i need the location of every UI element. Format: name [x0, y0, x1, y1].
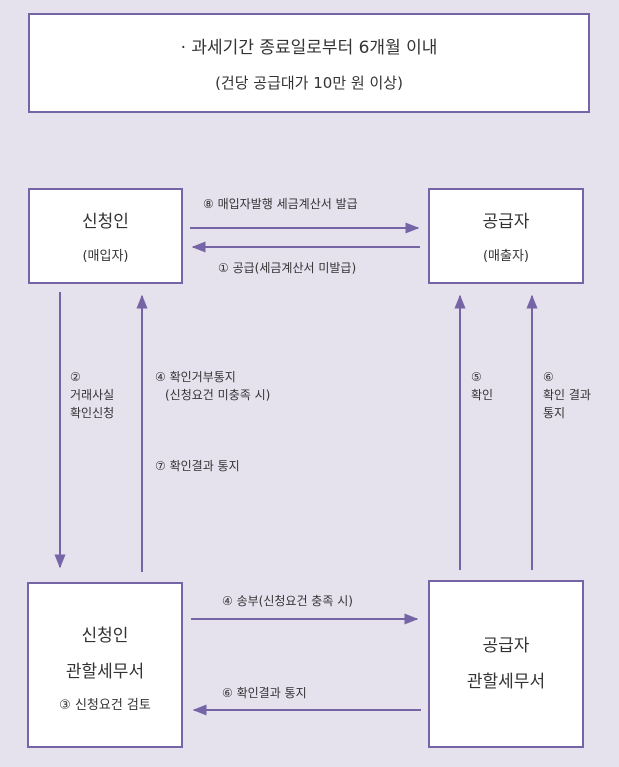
label-step1: ① 공급(세금계산서 미발급) — [218, 261, 357, 275]
supplier-office-line1: 공급자 — [482, 636, 530, 656]
supplier-subtitle: (매출자) — [482, 248, 530, 264]
supplier-title: 공급자 — [482, 211, 530, 232]
label-step2-num: ② — [70, 370, 81, 384]
applicant-tax-office-box: 신청인 관할세무서 ③ 신청요건 검토 — [27, 582, 183, 748]
applicant-office-note: ③ 신청요건 검토 — [59, 697, 151, 713]
applicant-title: 신청인 — [82, 211, 129, 232]
supplier-tax-office-box: 공급자 관할세무서 — [428, 580, 584, 748]
label-step7: ⑦ 확인결과 통지 — [155, 459, 240, 473]
label-step5: 확인 — [471, 388, 494, 402]
applicant-office-line1: 신청인 — [81, 625, 129, 646]
condition-period: · 과세기간 종료일로부터 6개월 이내 — [180, 38, 438, 58]
label-step6-line1: 확인 결과 — [543, 388, 591, 402]
applicant-subtitle: (매입자) — [82, 248, 129, 264]
label-step6-num: ⑥ — [543, 370, 554, 384]
supplier-box: 공급자 (매출자) — [428, 188, 584, 284]
label-step4-reject: ④ 확인거부통지 — [155, 370, 236, 384]
label-step6-line2: 통지 — [543, 406, 566, 420]
label-step4-condition: (신청요건 미충족 시) — [165, 388, 271, 402]
label-step2-line1: 거래사실 — [70, 388, 115, 402]
label-step4-send: ④ 송부(신청요건 충족 시) — [222, 594, 353, 608]
label-step6-bottom: ⑥ 확인결과 통지 — [222, 686, 307, 700]
applicant-office-line2: 관할세무서 — [65, 661, 145, 682]
label-step5-num: ⑤ — [471, 370, 482, 384]
condition-amount: (건당 공급대가 10만 원 이상) — [215, 74, 403, 92]
label-step8: ⑧ 매입자발행 세금계산서 발급 — [203, 197, 358, 211]
supplier-office-line2: 관할세무서 — [466, 672, 546, 692]
condition-box: · 과세기간 종료일로부터 6개월 이내 (건당 공급대가 10만 원 이상) — [28, 13, 590, 113]
label-step2-line2: 확인신청 — [70, 406, 115, 420]
applicant-box: 신청인 (매입자) — [28, 188, 183, 284]
